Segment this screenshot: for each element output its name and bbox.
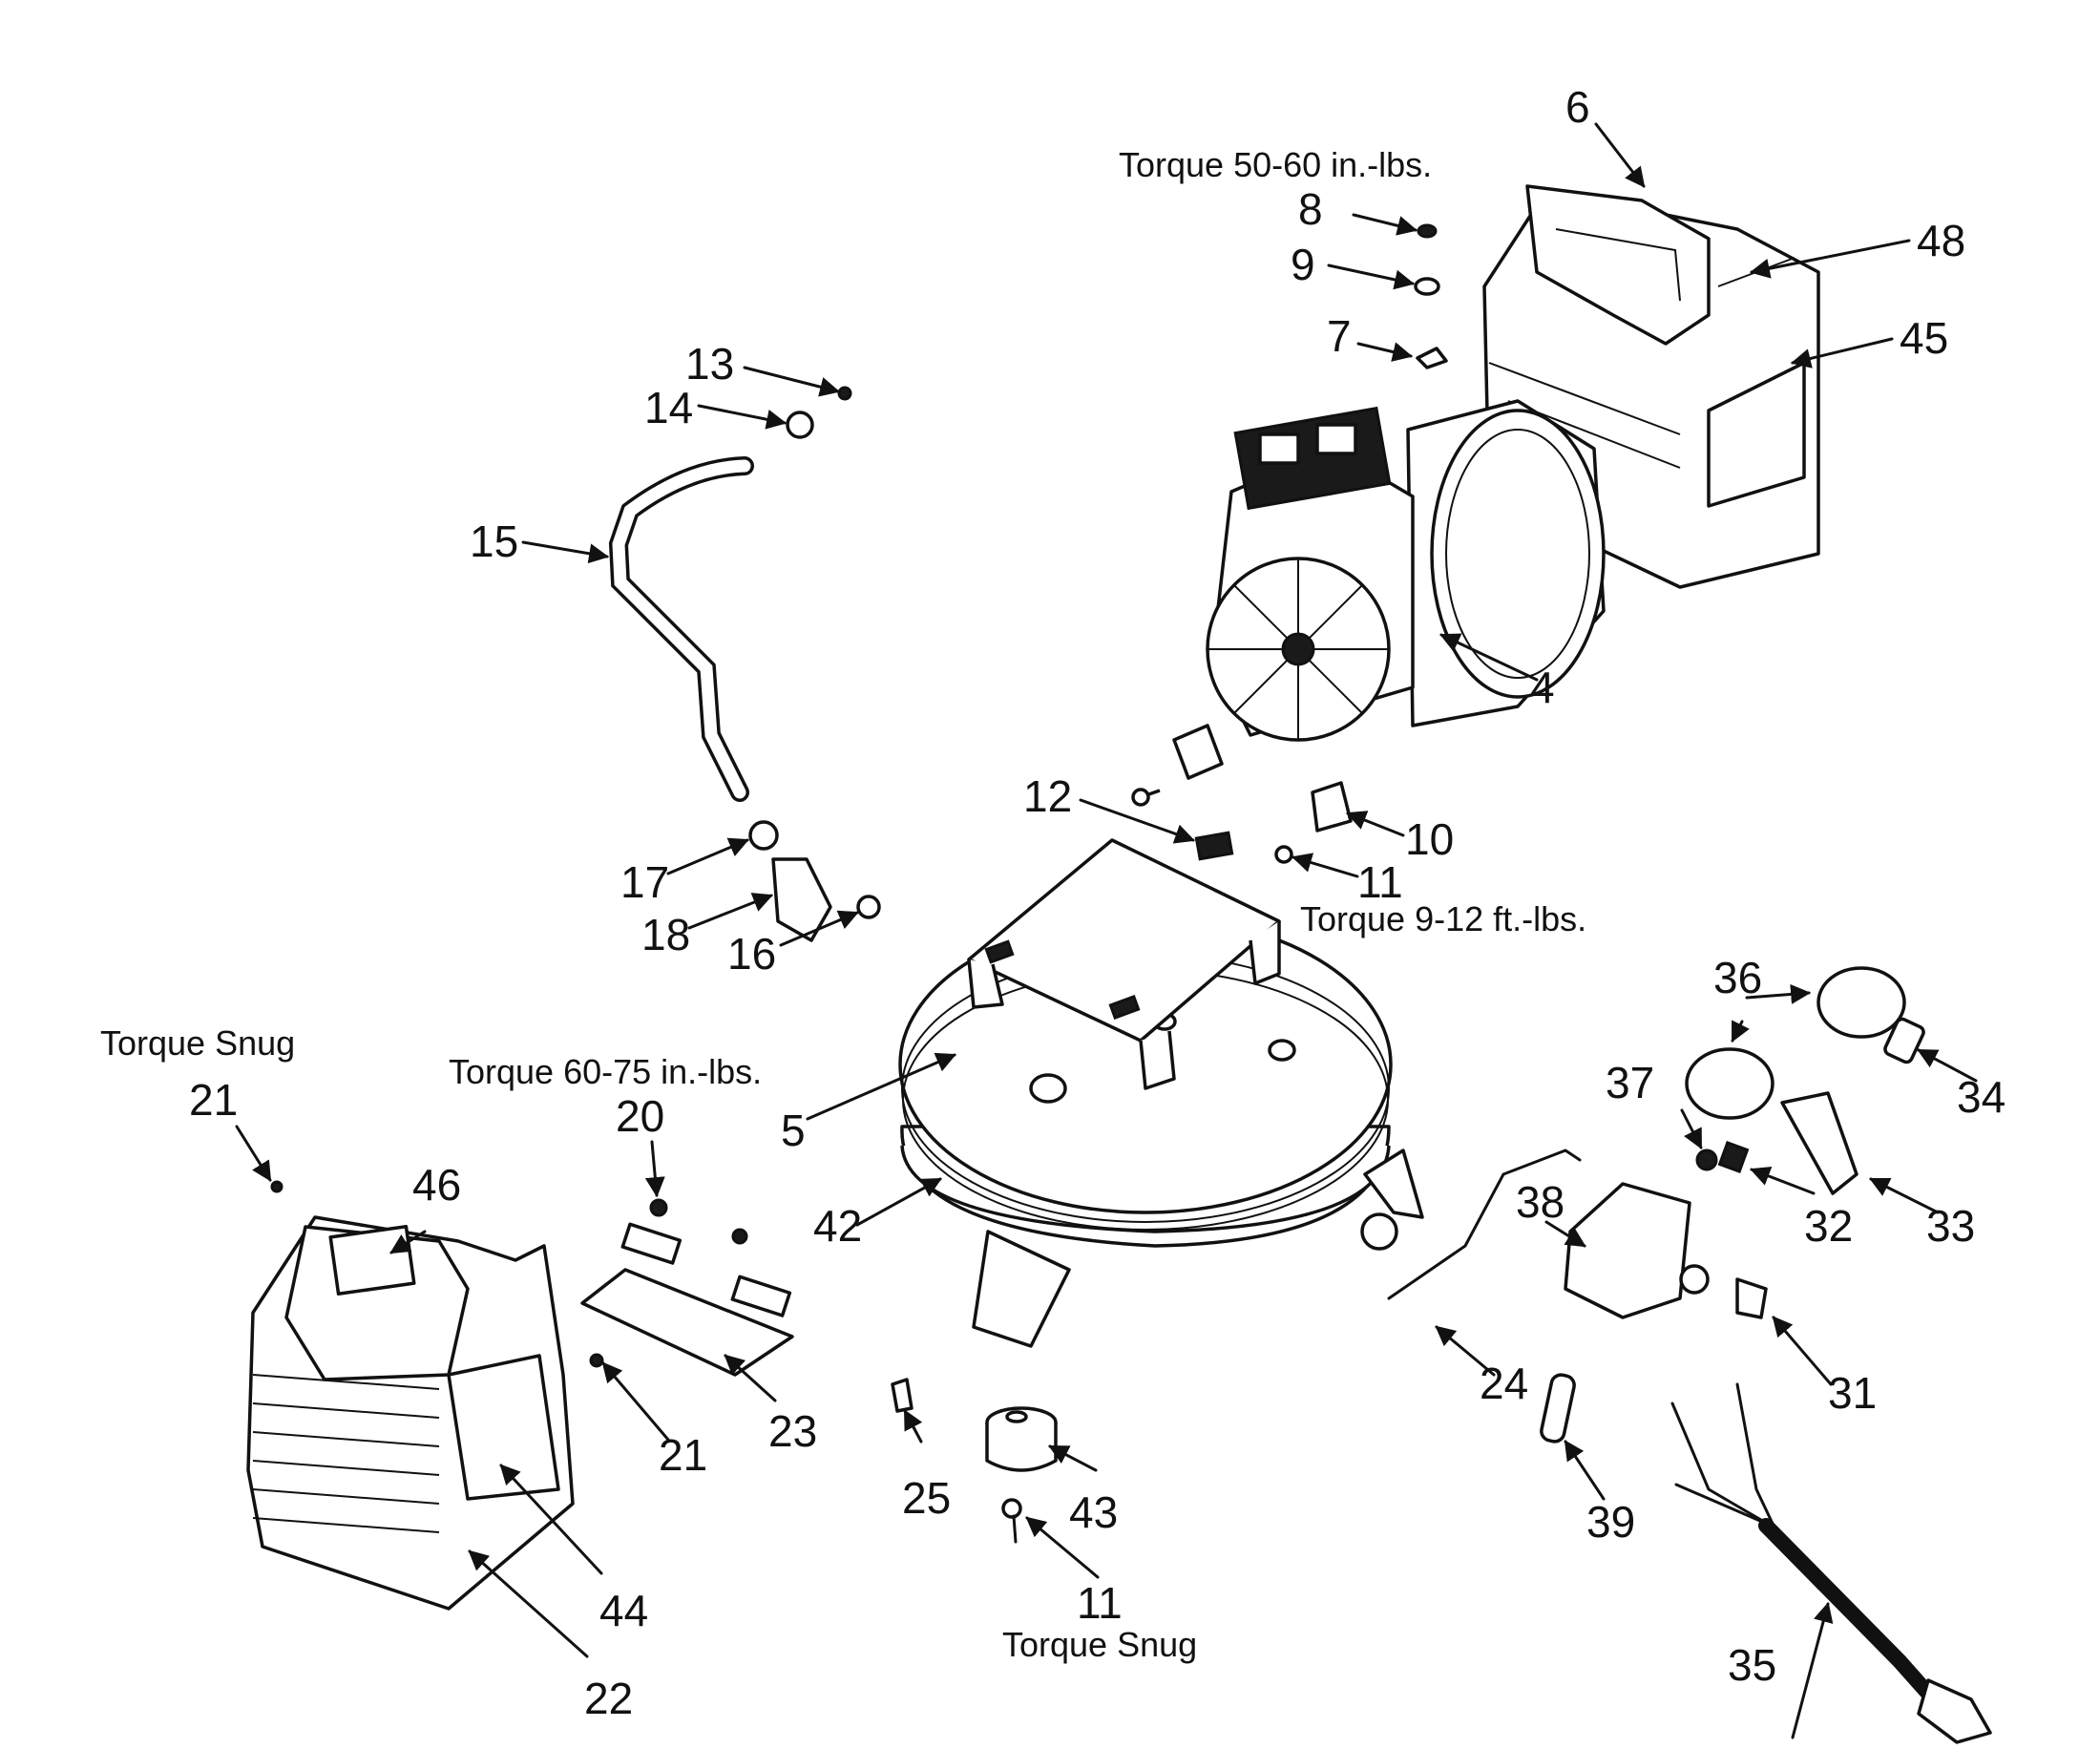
mounting-plate — [270, 1180, 794, 1377]
part-number-35: 35 — [1728, 1640, 1776, 1690]
torque-label-left-cover: Torque Snug — [100, 1023, 295, 1063]
front-cover — [246, 1215, 575, 1611]
part-number-20: 20 — [616, 1091, 664, 1141]
part-number-11-pump: 11 — [1357, 857, 1403, 907]
tube-fittings — [748, 386, 881, 942]
part-number-32: 32 — [1804, 1201, 1853, 1251]
part-number-21-bottom: 21 — [659, 1430, 707, 1480]
part-number-11-foot: 11 — [1077, 1578, 1123, 1628]
part-number-18: 18 — [641, 910, 690, 959]
part-number-15: 15 — [470, 516, 518, 566]
part-number-7: 7 — [1327, 311, 1352, 361]
part-number-37: 37 — [1606, 1058, 1654, 1107]
part-number-31: 31 — [1828, 1368, 1877, 1418]
pressure-switch-assembly — [1387, 1148, 1768, 1443]
part-number-16: 16 — [727, 929, 776, 979]
part-number-10: 10 — [1405, 814, 1454, 864]
part-number-4: 4 — [1530, 663, 1555, 712]
part-number-9: 9 — [1291, 240, 1315, 289]
part-number-23: 23 — [768, 1406, 817, 1456]
tank-feet — [972, 1148, 1424, 1348]
part-number-14: 14 — [644, 383, 693, 432]
part-number-17: 17 — [620, 857, 669, 907]
leader-lines — [235, 122, 1978, 1739]
part-number-46: 46 — [412, 1160, 461, 1210]
part-number-38: 38 — [1516, 1177, 1564, 1227]
part-number-callouts: 6 8 9 7 48 45 13 14 15 4 12 10 11 17 18 … — [189, 82, 2006, 1723]
power-cord — [1670, 1382, 1992, 1744]
part-number-42: 42 — [813, 1201, 862, 1251]
part-number-45: 45 — [1900, 313, 1948, 363]
part-number-25: 25 — [902, 1473, 951, 1523]
part-number-12: 12 — [1023, 771, 1072, 821]
outlet-tube — [608, 456, 754, 802]
part-number-48: 48 — [1917, 216, 1965, 265]
part-number-43: 43 — [1069, 1487, 1118, 1537]
part-number-44: 44 — [599, 1586, 648, 1635]
part-number-21-top: 21 — [189, 1075, 238, 1125]
gauges — [1685, 966, 1925, 1195]
torque-label-foot: Torque Snug — [1002, 1625, 1197, 1664]
part-number-24: 24 — [1480, 1359, 1528, 1408]
pump-mounts — [1131, 724, 1353, 864]
part-number-34: 34 — [1957, 1072, 2006, 1122]
rubber-foot — [891, 1378, 1058, 1544]
part-number-33: 33 — [1926, 1201, 1975, 1251]
shroud-fasteners — [1414, 223, 1448, 369]
part-number-6: 6 — [1565, 82, 1590, 132]
part-number-22: 22 — [584, 1674, 633, 1723]
part-number-8: 8 — [1298, 184, 1323, 234]
part-number-5: 5 — [781, 1106, 806, 1155]
part-number-36: 36 — [1713, 953, 1762, 1002]
torque-label-pump-mount: Torque 9-12 ft.-lbs. — [1300, 899, 1586, 938]
part-number-39: 39 — [1586, 1497, 1635, 1547]
pump-mounting-bracket — [967, 838, 1281, 1090]
torque-label-panel: Torque 60-75 in.-lbs. — [449, 1052, 762, 1091]
part-number-13: 13 — [685, 339, 734, 389]
torque-label-top: Torque 50-60 in.-lbs. — [1119, 145, 1432, 184]
cooling-fan — [1206, 557, 1391, 742]
